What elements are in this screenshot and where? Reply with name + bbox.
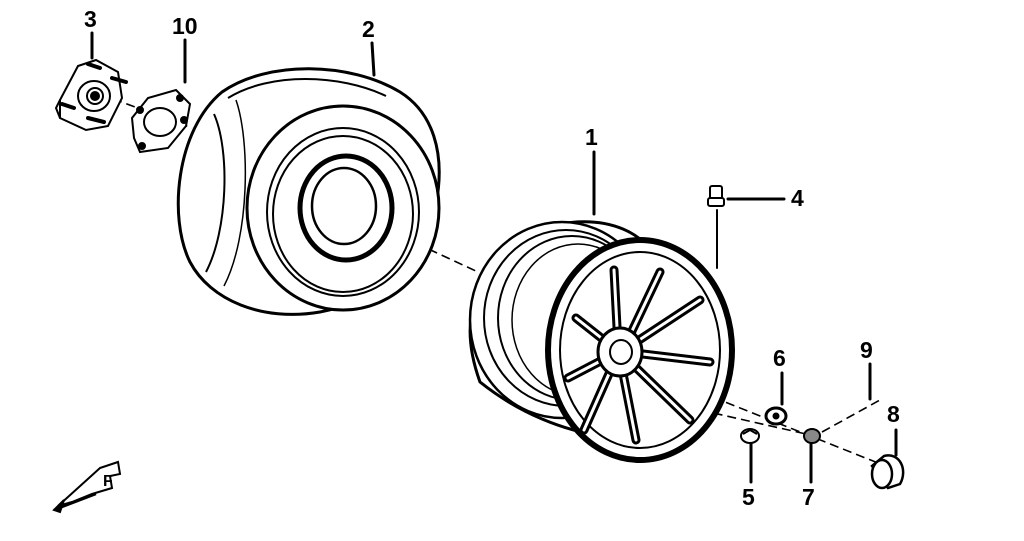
gasket-part-10	[130, 88, 192, 154]
callout-2: 2	[362, 16, 375, 42]
tire-part-2	[176, 67, 441, 316]
callout-4: 4	[791, 185, 804, 211]
leader-lines	[90, 31, 898, 484]
callout-9: 9	[860, 337, 873, 363]
callout-7: 7	[802, 484, 815, 510]
lug-nut-part-7	[803, 428, 821, 444]
front-direction-marker: F	[52, 460, 122, 514]
callout-8: 8	[887, 401, 900, 427]
leader-line-2	[370, 41, 376, 77]
callout-5: 5	[742, 484, 755, 510]
cap-part-8	[870, 454, 905, 490]
axis-pin-9	[821, 399, 881, 433]
callout-3: 3	[84, 6, 97, 32]
callout-6: 6	[773, 345, 786, 371]
rim-part-1	[468, 220, 735, 463]
axis-rim-to-cap	[699, 391, 879, 464]
hub-part-3	[54, 58, 128, 132]
valve-part-4	[707, 185, 725, 207]
washer-part-6	[764, 406, 788, 426]
direction-marker-letter: F	[103, 473, 113, 490]
nut-part-5	[740, 428, 760, 444]
callout-1: 1	[585, 124, 598, 150]
callout-10: 10	[172, 13, 198, 39]
axis-washer-nut	[699, 409, 816, 437]
